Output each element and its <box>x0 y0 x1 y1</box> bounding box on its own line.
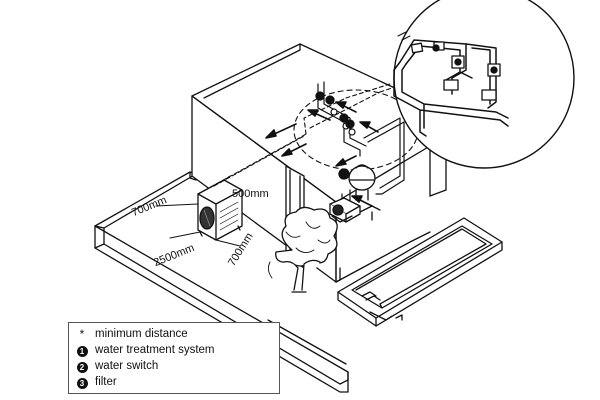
flow-arrow <box>335 155 357 167</box>
legend-text: filter <box>95 376 117 388</box>
water-pipes <box>197 83 419 195</box>
number-badge-3: 3 <box>76 378 88 390</box>
flow-arrow <box>265 123 297 139</box>
flow-arrow <box>359 121 379 133</box>
heat-pump-unit <box>197 179 243 241</box>
boundary-wall <box>94 171 349 393</box>
legend-item-filter: 3 filter <box>75 374 273 390</box>
top-clearance-label: 500mm <box>232 188 269 200</box>
legend-text: water treatment system <box>95 344 215 356</box>
legend-text: minimum distance <box>95 328 188 340</box>
filter-tank <box>348 164 376 201</box>
number-badge-1: 1 <box>76 346 88 358</box>
legend-item-water-treatment: 1 water treatment system <box>75 342 273 358</box>
legend: * minimum distance 1 water treatment sys… <box>68 322 280 394</box>
number-badge-2: 2 <box>76 362 88 374</box>
pump <box>329 197 381 223</box>
legend-item-minimum-distance: * minimum distance <box>75 326 273 342</box>
asterisk-symbol: * <box>79 327 85 341</box>
legend-text: water switch <box>95 360 159 372</box>
legend-item-water-switch: 2 water switch <box>75 358 273 374</box>
flow-arrow <box>307 109 331 121</box>
magnified-detail <box>393 0 575 169</box>
swimming-pool <box>337 217 503 327</box>
pipe-markers <box>315 91 355 180</box>
tree-illustration <box>267 206 338 293</box>
flow-arrow <box>281 143 307 157</box>
flow-arrow <box>351 195 373 207</box>
flow-arrow <box>335 101 357 113</box>
